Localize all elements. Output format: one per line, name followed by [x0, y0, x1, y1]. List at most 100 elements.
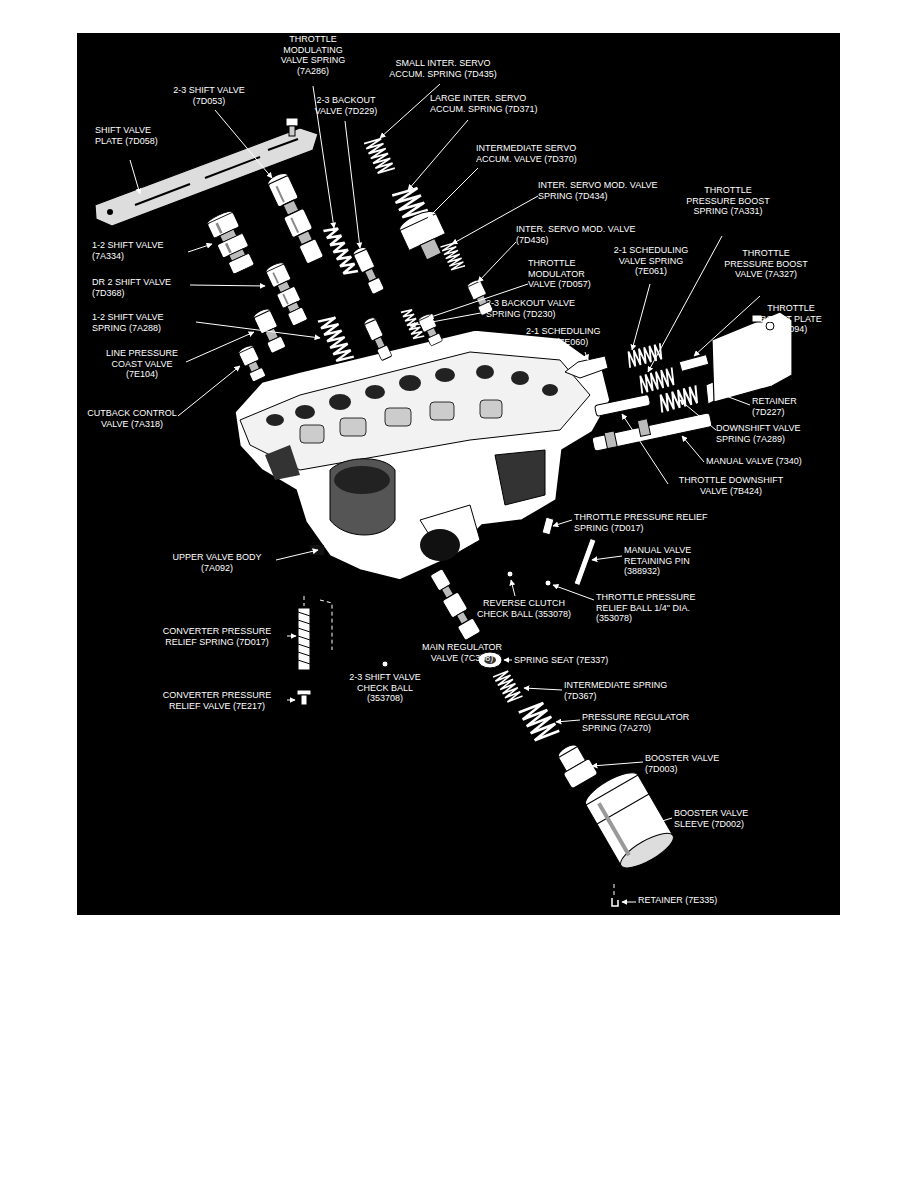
scheduling-valve [565, 356, 608, 378]
leader-line [130, 160, 140, 194]
leader-line [622, 902, 636, 903]
booster-valve [563, 758, 598, 789]
converter-relief-spring [298, 612, 310, 664]
boost-valve [679, 355, 709, 372]
part-label: 2-1 SCHEDULING VALVE (7E060) [526, 326, 618, 347]
dashed-guide [304, 596, 614, 898]
leader-line [632, 284, 650, 350]
leader-line [428, 168, 478, 218]
part-label: SPRING SEAT (7E337) [514, 655, 638, 666]
part-label: BOOSTER VALVE SLEEVE (7D002) [674, 808, 778, 829]
part-label: CONVERTER PRESSURE RELIEF VALVE (7E217) [148, 690, 286, 711]
converter-relief-valve [297, 690, 311, 695]
valve-spring [658, 385, 700, 412]
shift-valve-plate [107, 209, 113, 215]
part-label: DR 2 SHIFT VALVE (7D368) [92, 277, 192, 298]
part-label: INTERMEDIATE SPRING (7D367) [564, 680, 668, 701]
converter-relief-spring [298, 608, 310, 670]
leader-line [186, 332, 254, 362]
shift-valve [206, 209, 257, 275]
dashed-guide [320, 600, 332, 650]
manual-valve [604, 431, 617, 449]
part-label: UPPER VALVE BODY (7A092) [160, 552, 274, 573]
regulator-spring [519, 700, 560, 744]
upper-valve-body [435, 368, 455, 382]
part-label: THROTTLE PRESSURE RELIEF SPRING (7D017) [574, 512, 708, 533]
upper-valve-body [266, 365, 558, 426]
part-label: INTER. SERVO MOD. VALVE SPRING (7D434) [538, 180, 668, 201]
leader-line [196, 322, 320, 338]
upper-valve-body [295, 405, 315, 419]
part-label: MANUAL VALVE (7340) [706, 456, 832, 467]
leader-line [130, 84, 790, 902]
valve-spring [323, 225, 357, 277]
upper-valve-body [334, 466, 390, 494]
part-label: REVERSE CLUTCH CHECK BALL (353078) [472, 598, 576, 619]
retaining-pin [574, 538, 596, 585]
retaining-pin [574, 538, 596, 585]
converter-relief-valve [297, 690, 311, 705]
leader-line [408, 120, 468, 190]
upper-valve-body [300, 400, 502, 443]
upper-valve-body [476, 365, 494, 379]
part-label: CONVERTER PRESSURE RELIEF SPRING (7D017) [148, 626, 286, 647]
intermediate-spring [493, 669, 522, 704]
upper-valve-body [365, 385, 385, 399]
boost-valve [679, 355, 709, 372]
leader-line [592, 556, 622, 560]
booster-valve [553, 740, 598, 789]
main-regulator-valve [428, 568, 481, 641]
relief-spring [542, 517, 554, 535]
leader-line [188, 244, 212, 252]
check-ball [382, 661, 388, 667]
part-label: THROTTLE PRESSURE RELIEF BALL 1/4" DIA. … [596, 592, 724, 624]
part-label: INTERMEDIATE SERVO ACCUM. VALVE (7D370) [476, 143, 608, 164]
leader-line [682, 436, 704, 462]
upper-valve-body [340, 418, 366, 436]
manual-valve [592, 413, 712, 452]
part-label: THROTTLE MODULATING VALVE SPRING (7A286) [270, 34, 356, 76]
booster-sleeve [599, 803, 629, 855]
booster-sleeve [597, 794, 649, 824]
leader-line [190, 285, 265, 286]
shift-valve-plate [135, 184, 190, 205]
downshift-valve [595, 394, 651, 416]
part-label: 2-3 BACKOUT VALVE (7D229) [305, 95, 387, 116]
shift-valve-plate [205, 157, 260, 178]
modulator-valve [417, 313, 443, 347]
part-label: DOWNSHIFT VALVE SPRING (7A289) [716, 423, 820, 444]
leader-line [276, 550, 318, 560]
part-label: BOOSTER VALVE (7D003) [645, 753, 737, 774]
valve-spring [364, 136, 395, 175]
upper-valve-body [430, 402, 454, 420]
part-label: MAIN REGULATOR VALVE (7C388) [420, 642, 504, 663]
upper-valve-body [420, 505, 480, 560]
part-label: 1-2 SHIFT VALVE SPRING (7A288) [92, 312, 200, 333]
leader-line [556, 720, 580, 722]
leader-line [478, 242, 516, 282]
plate-screw [289, 126, 295, 136]
cutback-valve [237, 344, 266, 382]
part-label: 2-1 SCHEDULING VALVE SPRING (7E061) [606, 245, 696, 277]
leader-line [504, 660, 512, 661]
relief-spring [542, 517, 554, 535]
leader-line [782, 352, 790, 372]
leader-line [622, 414, 668, 484]
accumulator-valve [397, 207, 452, 265]
leader-line [345, 121, 360, 248]
backout-valve [363, 316, 393, 361]
retainer-clip [612, 898, 618, 906]
leader-line [680, 400, 716, 430]
valve-spring [626, 343, 664, 368]
valve-spring [638, 367, 676, 393]
plate-screw [286, 118, 298, 136]
leader-line [178, 366, 240, 416]
part-label: LINE PRESSURE COAST VALVE (7E104) [96, 348, 188, 380]
manual-valve [637, 419, 650, 437]
leader-line [215, 110, 272, 178]
leader-line [410, 312, 486, 326]
part-label: THROTTLE BOOST PLATE (7D094) [760, 303, 822, 335]
leader-line [524, 688, 562, 690]
